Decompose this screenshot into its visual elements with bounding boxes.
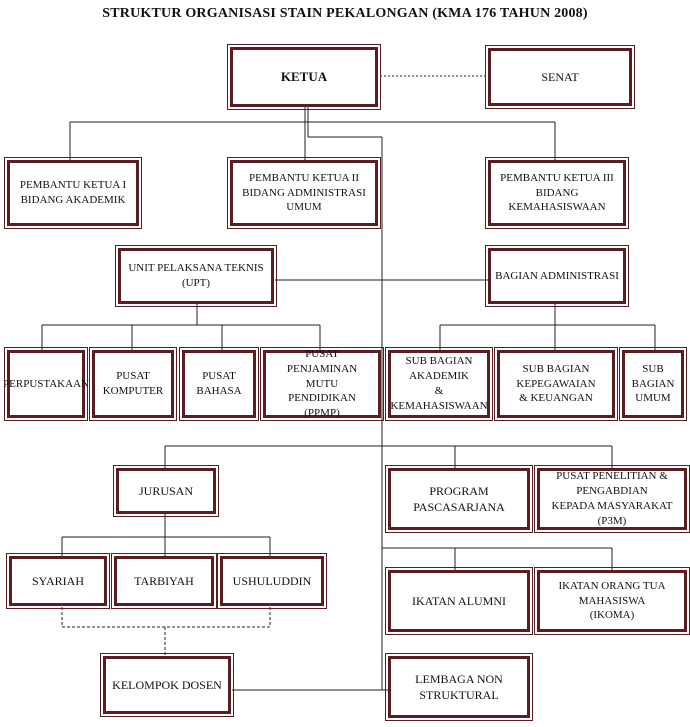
box-kelompok-dosen: KELOMPOK DOSEN xyxy=(100,653,234,717)
box-p3m: PUSAT PENELITIAN & PENGABDIAN KEPADA MAS… xyxy=(534,465,690,533)
box-lembaga-non-struktural: LEMBAGA NON STRUKTURAL xyxy=(385,653,533,721)
box-ikatan-alumni: IKATAN ALUMNI xyxy=(385,567,533,635)
box-ikoma: IKATAN ORANG TUA MAHASISWA (IKOMA) xyxy=(534,567,690,635)
box-program-pascasarjana: PROGRAM PASCASARJANA xyxy=(385,465,533,533)
box-sub-bagian-umum: SUB BAGIAN UMUM xyxy=(619,347,687,421)
box-pembantu-ketua-3: PEMBANTU KETUA III BIDANG KEMAHASISWAAN xyxy=(485,157,629,229)
box-pusat-komputer: PUSAT KOMPUTER xyxy=(89,347,177,421)
box-syariah: SYARIAH xyxy=(6,553,110,609)
box-perpustakaan: PERPUSTAKAAN xyxy=(3,347,89,421)
box-pembantu-ketua-2: PEMBANTU KETUA II BIDANG ADMINISTRASI UM… xyxy=(227,157,381,229)
box-pusat-bahasa: PUSAT BAHASA xyxy=(179,347,259,421)
box-sub-bagian-akademik: SUB BAGIAN AKADEMIK & KEMAHASISWAAN xyxy=(385,347,493,421)
box-ushuluddin: USHULUDDIN xyxy=(217,553,327,609)
box-upt: UNIT PELAKSANA TEKNIS (UPT) xyxy=(115,245,277,307)
box-jurusan: JURUSAN xyxy=(113,465,219,517)
box-ppmp: PUSAT PENJAMINAN MUTU PENDIDIKAN (PPMP) xyxy=(260,347,384,421)
box-pembantu-ketua-1: PEMBANTU KETUA I BIDANG AKADEMIK xyxy=(4,157,142,229)
box-tarbiyah: TARBIYAH xyxy=(111,553,217,609)
box-ketua: KETUA xyxy=(227,44,381,110)
box-bagian-administrasi: BAGIAN ADMINISTRASI xyxy=(485,245,629,307)
box-sub-bagian-kepegawaian: SUB BAGIAN KEPEGAWAIAN & KEUANGAN xyxy=(494,347,618,421)
box-senat: SENAT xyxy=(485,45,635,109)
chart-title: STRUKTUR ORGANISASI STAIN PEKALONGAN (KM… xyxy=(102,6,588,21)
